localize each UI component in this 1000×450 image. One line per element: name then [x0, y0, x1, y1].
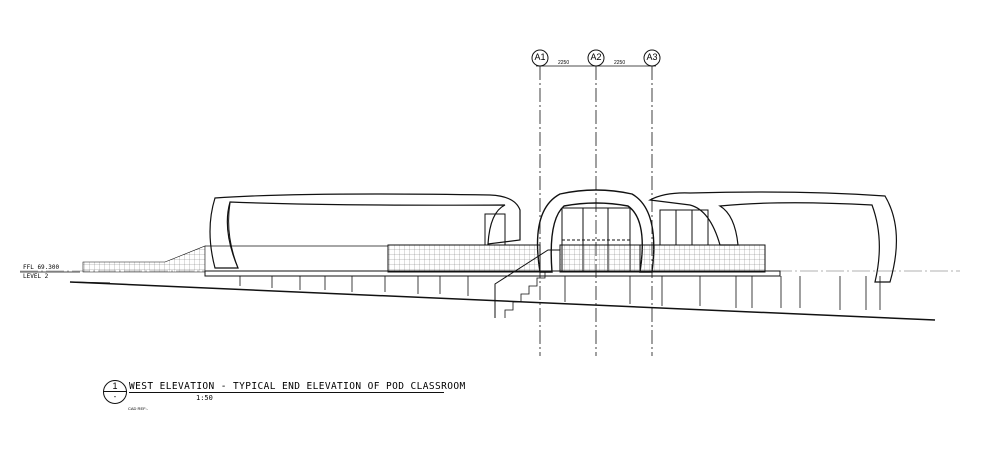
- title-bubble-divider: [103, 391, 127, 392]
- deck-slab: [204, 270, 781, 277]
- ramp-balustrade: [82, 245, 206, 273]
- right-pod-shell: [648, 191, 897, 283]
- drawing-number: 1: [112, 381, 118, 391]
- stair: [494, 249, 561, 318]
- ground-line: [69, 281, 936, 321]
- dimension-a2-a3: 2250: [614, 60, 626, 66]
- drawing-scale: 1:50: [196, 394, 213, 402]
- piles: [239, 276, 881, 310]
- dimension-a1-a2: 2250: [558, 60, 570, 66]
- level-ffl: FFL 69.300: [23, 264, 60, 271]
- right-balustrade: [639, 244, 766, 273]
- grid-label-a3: A3: [646, 52, 658, 62]
- grid-bubbles: [531, 49, 661, 67]
- sheet-number: -: [113, 392, 117, 401]
- title-bubble: [103, 380, 127, 404]
- central-balustrade: [559, 244, 641, 273]
- ground-wedge: [69, 281, 111, 284]
- level-name: LEVEL 2: [23, 273, 49, 280]
- left-pod-inner: [228, 202, 239, 269]
- right-pod-window: [659, 209, 709, 246]
- grid-label-a1: A1: [534, 52, 546, 62]
- grid-lines: [539, 66, 653, 356]
- drawing-title: WEST ELEVATION - TYPICAL END ELEVATION O…: [129, 381, 466, 393]
- grid-label-a2: A2: [590, 52, 602, 62]
- cad-ref: CAD REF:-: [128, 406, 148, 411]
- left-balustrade: [387, 244, 541, 273]
